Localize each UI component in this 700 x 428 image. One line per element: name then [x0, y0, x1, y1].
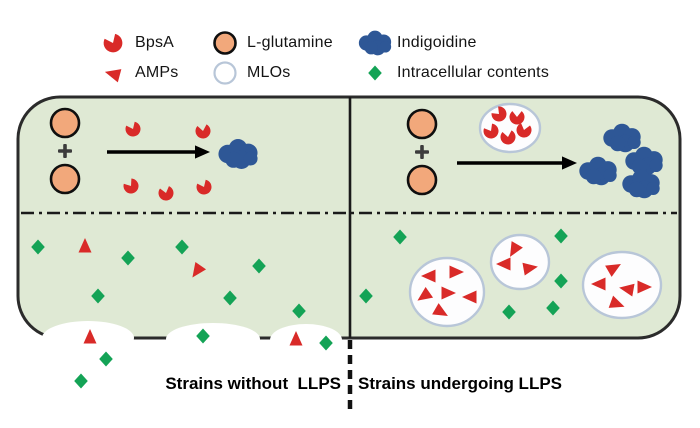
bpsa-pacman-icon: [196, 179, 212, 195]
amp-triangle-icon: [104, 69, 122, 83]
amp-triangle-icon: [289, 331, 303, 346]
legend-item-intracellular-contents: Intracellular contents: [358, 59, 549, 87]
amp-triangle-icon: [462, 290, 477, 304]
intracellular-content-diamond-icon: [91, 288, 105, 304]
intracellular-content-diamond-icon: [99, 351, 113, 367]
legend-item-label: MLOs: [247, 64, 291, 81]
amp-triangle-icon: [421, 269, 436, 283]
bpsa-pacman-icon: [491, 106, 507, 122]
mlo-droplet: [489, 233, 551, 291]
l-glutamine-circle-icon: [49, 163, 81, 195]
membrane-rupture: [270, 324, 342, 356]
bpsa-pacman-icon: [509, 111, 525, 125]
bpsa-pacman-icon: [103, 33, 123, 53]
legend-item-amps: AMPs: [96, 59, 178, 87]
bpsa-pacman-icon: [158, 186, 174, 201]
legend-item-l-glutamine: L-glutamine: [208, 29, 333, 57]
amp-triangle-icon: [78, 238, 92, 253]
amps-icon: [104, 69, 122, 83]
legend-item-label: BpsA: [135, 34, 175, 51]
amp-triangle-icon: [192, 261, 207, 278]
amp-triangle-icon: [432, 303, 448, 316]
legend-item-indigoidine: Indigoidine: [358, 29, 477, 57]
indigoidine-blob-icon: [625, 146, 663, 176]
reaction-arrow-head: [195, 145, 210, 159]
intracellular-content-diamond-icon: [74, 373, 88, 389]
amp-triangle-icon: [510, 241, 523, 257]
legend-item-bpsa: BpsA: [96, 29, 174, 57]
intracellular-content-diamond-icon: [175, 239, 189, 255]
bpsa-icon: [103, 33, 123, 53]
intracellular-content-diamond-icon: [368, 65, 382, 81]
mlo-circle: [213, 61, 237, 85]
intracellular-contents-icon: [368, 65, 382, 81]
amp-triangle-icon: [441, 286, 456, 300]
amp-triangle-icon: [449, 265, 464, 279]
amp-triangle-icon: [605, 264, 621, 277]
intracellular-content-diamond-icon: [359, 288, 373, 304]
indigoidine-blob-icon: [603, 123, 641, 153]
plus-sign: [415, 145, 429, 159]
indigoidine-blob-icon: [358, 30, 392, 56]
membrane-rupture: [166, 323, 260, 355]
amp-triangle-icon: [83, 329, 97, 344]
bpsa-pacman-icon: [500, 130, 516, 145]
legend-item-label: Intracellular contents: [397, 64, 550, 81]
l-glutamine-icon: [213, 31, 237, 55]
amp-triangle-icon: [608, 295, 625, 308]
intracellular-content-diamond-icon: [393, 229, 407, 245]
legend-item-label: L-glutamine: [247, 34, 333, 51]
intracellular-content-diamond-icon: [223, 290, 237, 306]
bpsa-pacman-icon: [516, 123, 532, 138]
intracellular-content-diamond-icon: [319, 335, 333, 351]
plus-sign: [58, 144, 72, 158]
l-glutamine-circle-icon: [406, 164, 438, 196]
intracellular-content-diamond-icon: [196, 328, 210, 344]
amp-triangle-icon: [417, 286, 434, 301]
intracellular-content-diamond-icon: [292, 303, 306, 319]
intracellular-content-diamond-icon: [121, 250, 135, 266]
l-glutamine-circle-icon: [406, 108, 438, 140]
amp-triangle-icon: [591, 277, 606, 291]
amp-triangle-icon: [522, 262, 538, 276]
legend-item-label: AMPs: [135, 64, 179, 81]
amp-triangle-icon: [637, 280, 652, 294]
amp-triangle-icon: [619, 283, 635, 297]
amp-triangle-icon: [496, 257, 511, 271]
mlos-icon: [213, 61, 237, 85]
bpsa-pacman-icon: [125, 121, 141, 137]
l-glutamine-circle-icon: [49, 107, 81, 139]
reaction-arrow-head: [562, 156, 577, 170]
mlo-droplet: [581, 250, 663, 320]
indigoidine-blob-icon: [622, 169, 660, 199]
indigoidine-icon: [358, 30, 392, 56]
bpsa-pacman-icon: [483, 123, 499, 139]
panel-label-undergoing-llps: Strains undergoing LLPS: [358, 374, 563, 393]
legend-item-label: Indigoidine: [397, 34, 477, 51]
bpsa-pacman-icon: [195, 124, 211, 139]
panel-label-without-llps: Strains without LLPS: [165, 374, 341, 393]
bpsa-pacman-icon: [123, 178, 139, 194]
indigoidine-blob-icon: [579, 156, 617, 186]
l-glutamine-circle-icon: [213, 31, 237, 55]
legend-item-mlos: MLOs: [208, 59, 290, 87]
intracellular-content-diamond-icon: [252, 258, 266, 274]
indigoidine-blob-icon: [218, 139, 258, 169]
